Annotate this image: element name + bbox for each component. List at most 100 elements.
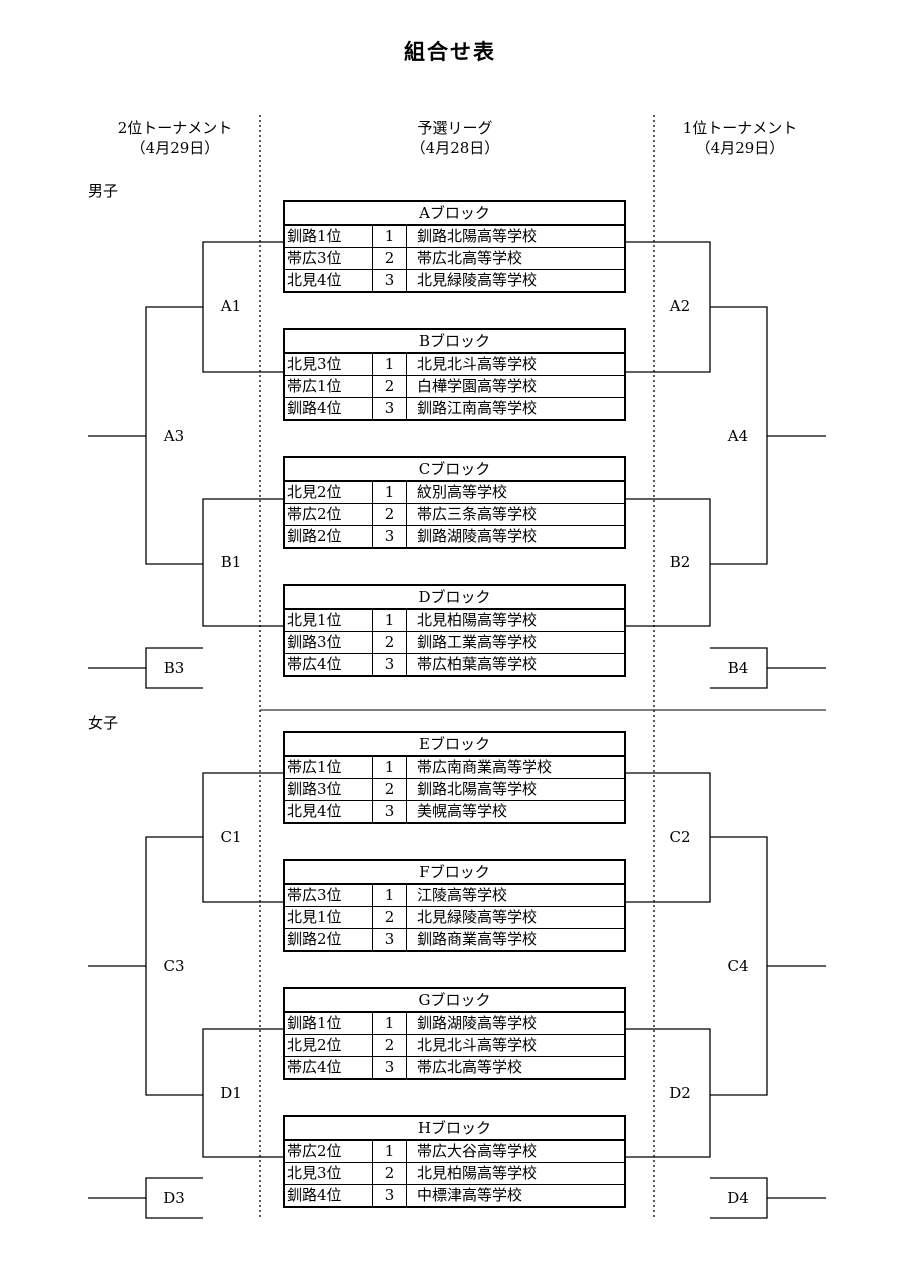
- number-cell: 3: [373, 1057, 407, 1078]
- seed-cell: 帯広2位: [285, 504, 373, 525]
- number-cell: 3: [373, 801, 407, 822]
- seed-cell: 釧路4位: [285, 1185, 373, 1206]
- match-label-c1: C1: [220, 828, 242, 846]
- number-cell: 3: [373, 526, 407, 547]
- number-cell: 3: [373, 398, 407, 419]
- match-label-a2: A2: [669, 297, 691, 315]
- school-cell: 釧路北陽高等学校: [417, 227, 538, 245]
- seed-cell: 北見2位: [285, 482, 373, 503]
- match-label-a3: A3: [163, 427, 185, 445]
- number-cell: 2: [373, 376, 407, 397]
- bracket-d1-left: [202, 1028, 283, 1158]
- match-label-d4: D4: [727, 1189, 749, 1207]
- header-date: （4月28日）: [410, 139, 500, 157]
- school-cell: 美幌高等学校: [417, 802, 508, 820]
- number-cell: 3: [373, 929, 407, 950]
- block-heading: Dブロック: [285, 586, 624, 610]
- number-cell: 2: [373, 1163, 407, 1184]
- bracket-b1-left: [202, 498, 283, 627]
- seed-cell: 帯広3位: [285, 248, 373, 269]
- seed-cell: 北見3位: [285, 354, 373, 375]
- block-heading: Gブロック: [285, 989, 624, 1013]
- school-cell: 白樺学園高等学校: [417, 377, 538, 395]
- section-label-boys: 男子: [88, 182, 119, 200]
- school-cell: 帯広南商業高等学校: [417, 758, 553, 776]
- bracket-b4-bottom: [710, 668, 768, 689]
- bracket-b3-left: [88, 647, 203, 669]
- seed-cell: 北見1位: [285, 610, 373, 631]
- school-cell: 北見北斗高等学校: [417, 355, 538, 373]
- match-label-b3: B3: [163, 659, 185, 677]
- seed-cell: 北見4位: [285, 270, 373, 291]
- match-label-a4: A4: [727, 427, 749, 445]
- bracket-d4-bottom: [710, 1198, 768, 1219]
- seed-cell: 釧路1位: [285, 226, 373, 247]
- school-cell: 帯広北高等学校: [417, 1058, 523, 1076]
- header-name: 1位トーナメント: [682, 119, 798, 137]
- number-cell: 1: [373, 354, 407, 375]
- seed-cell: 釧路3位: [285, 779, 373, 800]
- header-second-place-tournament: 2位トーナメント （4月29日）: [95, 118, 255, 158]
- block-heading: Fブロック: [285, 861, 624, 885]
- match-label-b2: B2: [669, 553, 691, 571]
- block-heading: Eブロック: [285, 733, 624, 757]
- block-heading: Bブロック: [285, 330, 624, 354]
- number-cell: 3: [373, 654, 407, 675]
- seed-cell: 釧路2位: [285, 929, 373, 950]
- seed-cell: 釧路2位: [285, 526, 373, 547]
- seed-cell: 北見3位: [285, 1163, 373, 1184]
- number-cell: 1: [373, 1141, 407, 1162]
- number-cell: 2: [373, 632, 407, 653]
- match-label-c3: C3: [163, 957, 185, 975]
- page-title: 組合せ表: [404, 40, 496, 64]
- school-cell: 江陵高等学校: [417, 886, 508, 904]
- section-label-girls: 女子: [88, 714, 119, 732]
- seed-cell: 釧路1位: [285, 1013, 373, 1034]
- match-label-b1: B1: [220, 553, 242, 571]
- school-cell: 釧路江南高等学校: [417, 399, 538, 417]
- number-cell: 1: [373, 1013, 407, 1034]
- seed-cell: 帯広1位: [285, 757, 373, 778]
- school-cell: 帯広北高等学校: [417, 249, 523, 267]
- school-cell: 北見北斗高等学校: [417, 1036, 538, 1054]
- number-cell: 1: [373, 885, 407, 906]
- school-cell: 帯広三条高等学校: [417, 505, 538, 523]
- school-cell: 釧路商業高等学校: [417, 930, 538, 948]
- school-cell: 帯広柏葉高等学校: [417, 655, 538, 673]
- match-label-d1: D1: [220, 1084, 242, 1102]
- seed-cell: 釧路4位: [285, 398, 373, 419]
- bracket-b4-right: [710, 647, 826, 669]
- school-cell: 中標津高等学校: [417, 1186, 523, 1204]
- school-cell: 釧路工業高等学校: [417, 633, 538, 651]
- number-cell: 1: [373, 482, 407, 503]
- seed-cell: 北見1位: [285, 907, 373, 928]
- bracket-d3-bottom: [145, 1198, 203, 1219]
- school-cell: 北見緑陵高等学校: [417, 271, 538, 289]
- school-cell: 釧路湖陵高等学校: [417, 527, 538, 545]
- number-cell: 1: [373, 757, 407, 778]
